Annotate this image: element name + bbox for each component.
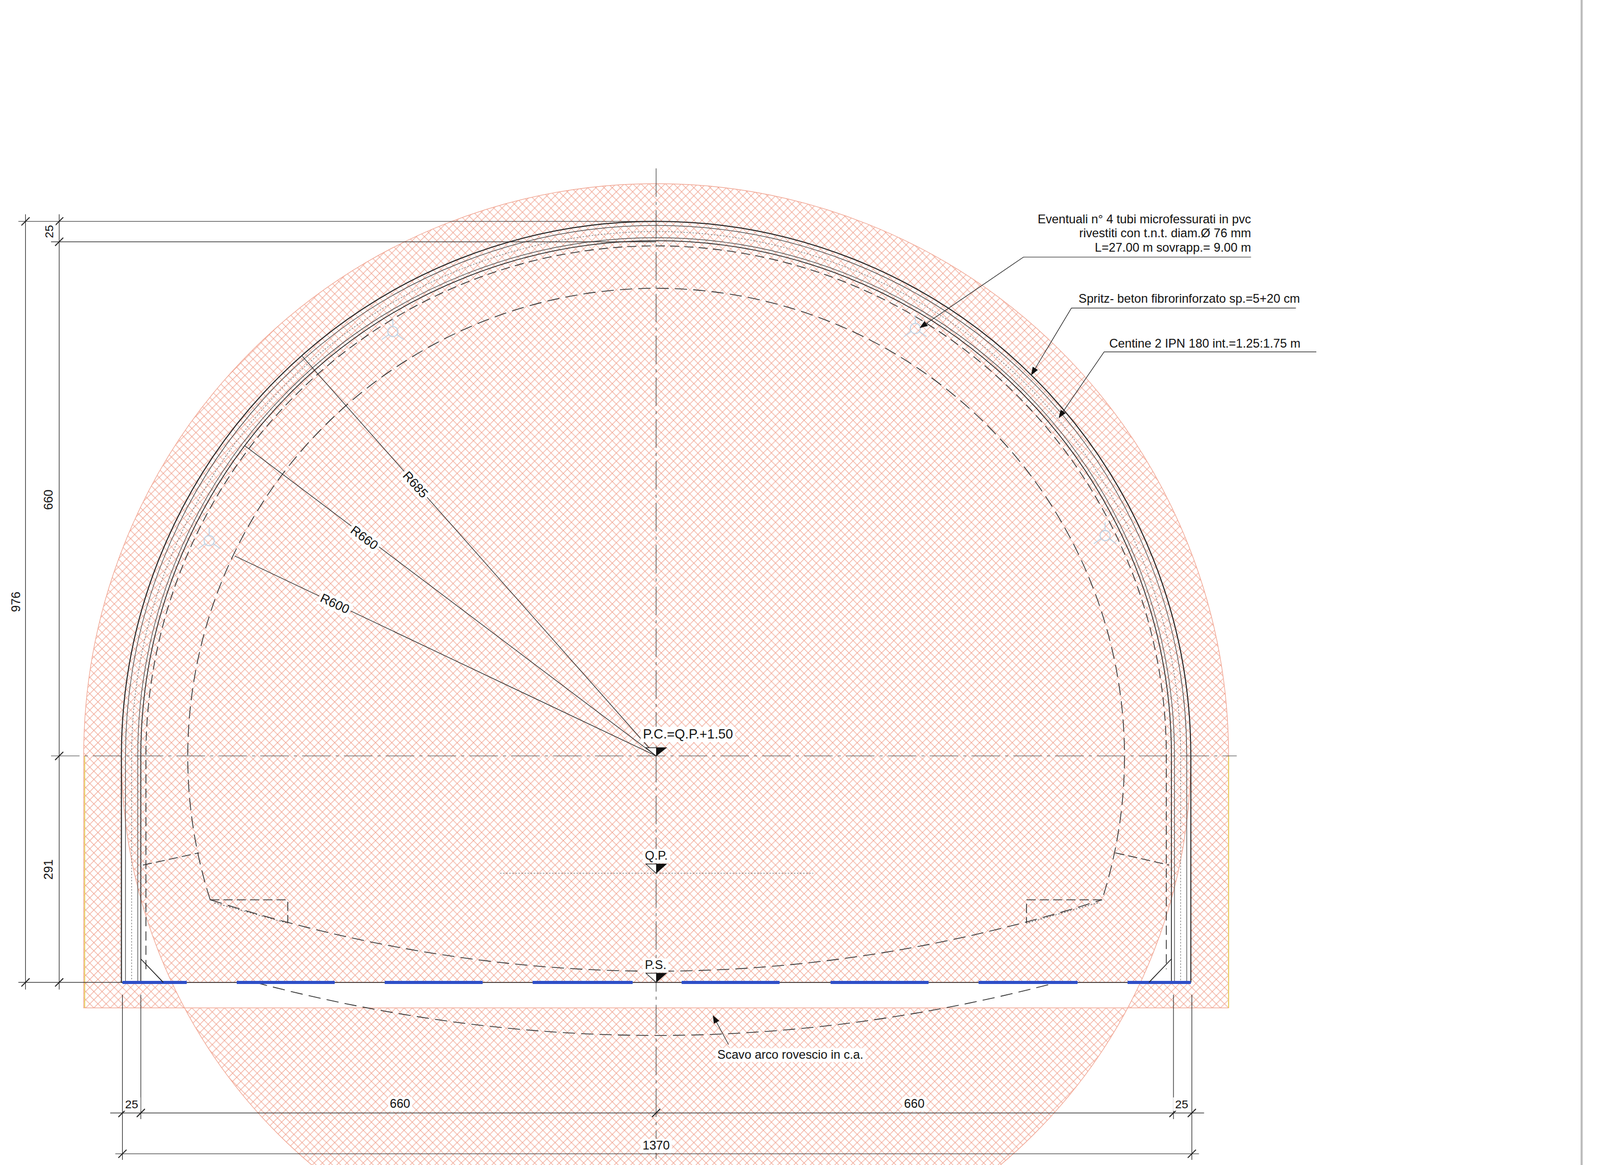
axis-line — [51, 755, 1237, 757]
dimension-tick — [118, 1108, 1196, 1158]
yellow-edge — [1228, 756, 1230, 1009]
dimension-line — [110, 1113, 1205, 1154]
dimension-tick — [21, 217, 64, 987]
pipe-symbol — [198, 315, 1117, 549]
level-marker — [645, 747, 667, 983]
dimension-lines — [18, 214, 1205, 1161]
level-marker — [656, 747, 667, 757]
dimension-value: 660 — [387, 1097, 413, 1112]
callout-note: Eventuali n° 4 tubi microfessurati in pv… — [1032, 212, 1253, 255]
pipe-symbol — [387, 326, 399, 337]
leader-line — [713, 1016, 729, 1045]
level-label: P.S. — [642, 958, 669, 973]
leader-lines — [713, 256, 1317, 1045]
dimension-value: 25 — [123, 1097, 141, 1111]
dimension-value: 660 — [41, 487, 56, 513]
level-marker — [645, 973, 667, 983]
leader-line — [1058, 351, 1317, 418]
level-marker — [656, 973, 667, 983]
level-label: Q.P. — [642, 849, 670, 863]
sheet-border — [1580, 0, 1583, 1165]
level-marker — [645, 747, 667, 757]
dimension-line — [25, 214, 59, 990]
extension-line — [18, 221, 657, 983]
dimension-value: 25 — [1172, 1097, 1190, 1111]
callout-note: Scavo arco rovescio in c.a. — [715, 1048, 866, 1063]
dimension-value: 660 — [902, 1097, 927, 1112]
axis-line — [655, 168, 657, 1161]
pipe-symbol — [204, 535, 215, 547]
callout-note: Centine 2 IPN 180 int.=1.25:1.75 m — [1107, 336, 1303, 351]
pipe-symbol — [1100, 530, 1111, 542]
extension-line — [122, 994, 1192, 1161]
radius-line — [234, 355, 657, 756]
pipe-symbol — [1094, 522, 1117, 545]
callout-note: Spritz- beton fibrorinforzato sp.=5+20 c… — [1076, 291, 1302, 306]
dimension-value: 291 — [41, 857, 56, 883]
yellow-edge — [84, 756, 86, 1009]
level-label: P.C.=Q.P.+1.50 — [640, 727, 736, 743]
level-marker — [645, 863, 667, 874]
dimension-value: 25 — [42, 222, 56, 240]
level-marker — [656, 863, 667, 874]
dimension-value: 976 — [9, 589, 24, 615]
pipe-symbol — [910, 323, 921, 334]
pipe-symbol — [198, 527, 221, 550]
pipe-symbol — [381, 318, 405, 340]
dimension-value: 1370 — [640, 1138, 673, 1153]
